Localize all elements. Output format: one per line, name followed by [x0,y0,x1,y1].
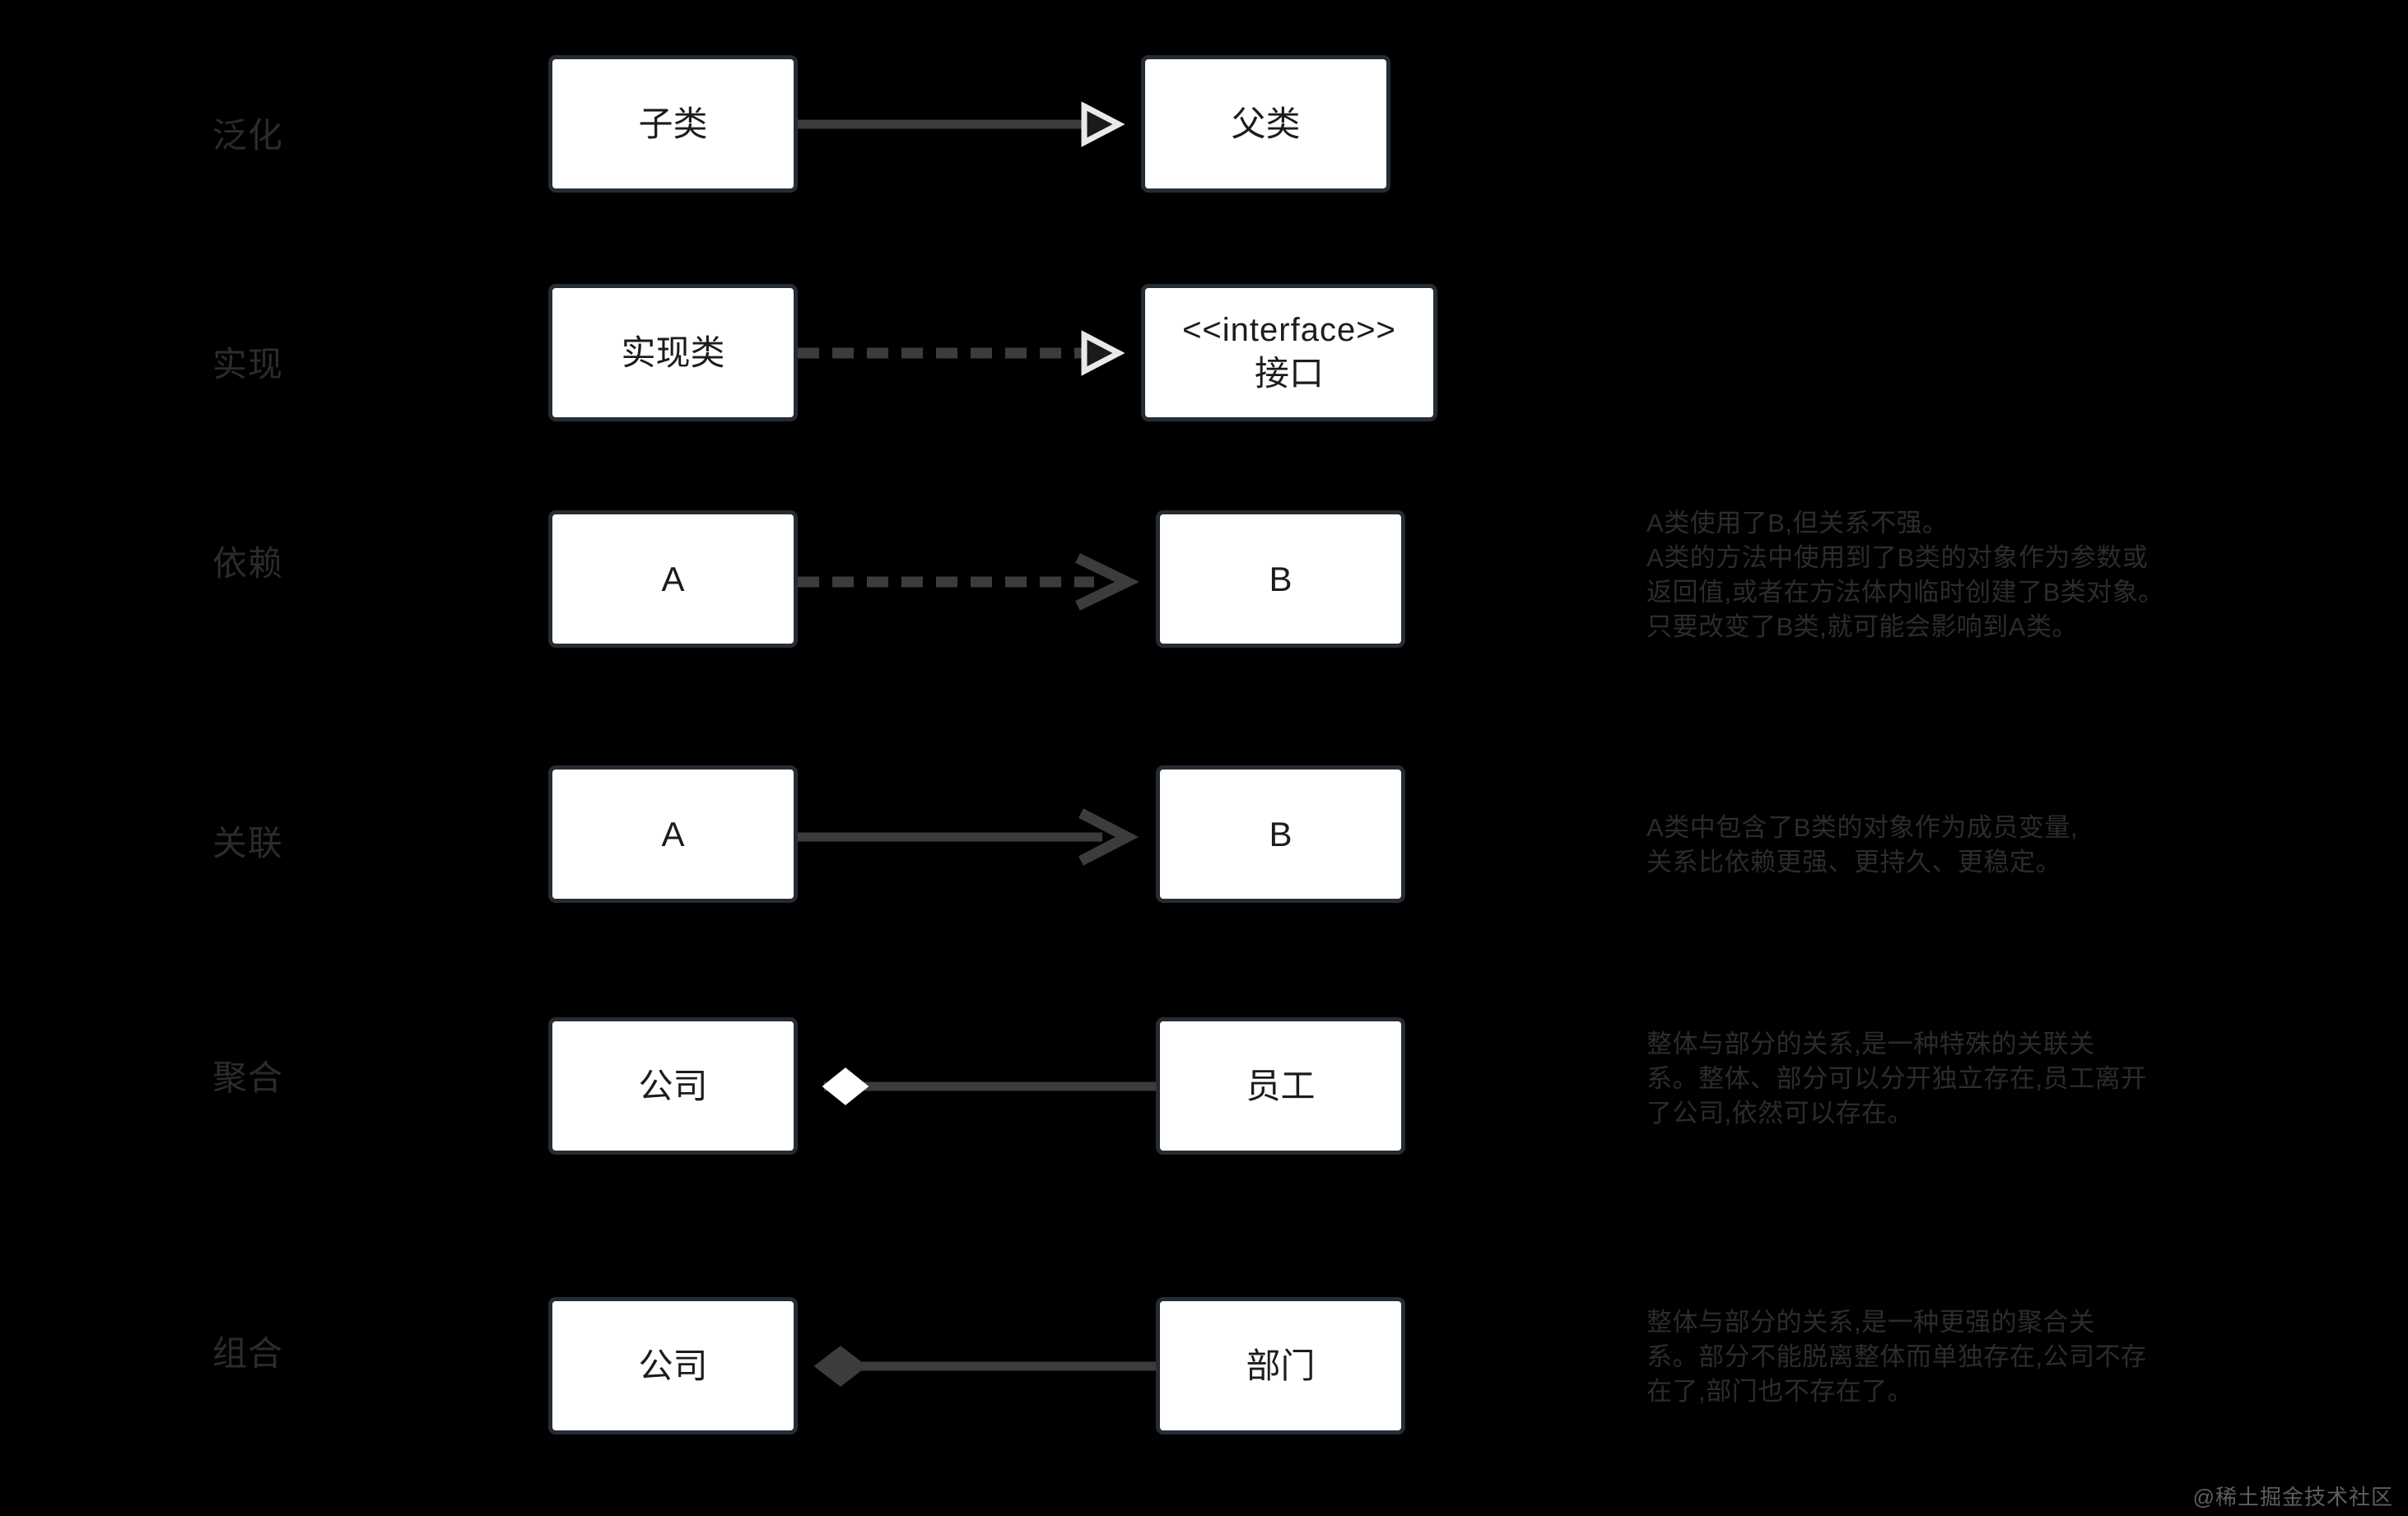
connector-realization [798,330,1125,376]
node-target-b-dependency[interactable]: B [1156,510,1405,648]
description-association: A类中包含了B类的对象作为成员变量, 关系比依赖更强、更持久、更稳定。 [1646,813,2078,877]
watermark: @稀土掘金技术社区 [2192,1485,2393,1509]
node-target-employee[interactable]: 员工 [1156,1017,1405,1155]
node-label: 公司 [638,1066,708,1105]
connector-aggregation [822,1067,1156,1105]
node-label: 子类 [638,104,708,143]
description-aggregation: 整体与部分的关系,是一种特殊的关联关 系。整体、部分可以分开独立存在,员工离开 … [1646,1030,2147,1128]
node-target-department[interactable]: 部门 [1156,1297,1405,1435]
node-source-a-association[interactable]: A [548,765,798,903]
connector-generalization [798,101,1125,147]
node-source-company-aggregation[interactable]: 公司 [548,1017,798,1155]
node-source-implementation-class[interactable]: 实现类 [548,284,798,421]
node-label: 公司 [638,1346,708,1385]
node-label: B [1269,559,1292,598]
interface-stereotype-label: <<interface>> [1182,312,1396,349]
row-label-generalization: 泛化 [212,116,284,155]
row-label-aggregation: 聚合 [212,1058,284,1097]
row-label-dependency: 依赖 [212,544,284,583]
row-label-realization: 实现 [212,345,284,384]
node-target-superclass[interactable]: 父类 [1141,55,1390,193]
node-label: 部门 [1246,1346,1316,1385]
node-label: A [661,814,685,853]
node-label: 实现类 [621,332,725,372]
node-source-company-composition[interactable]: 公司 [548,1297,798,1435]
connector-association [798,808,1139,866]
connector-composition [813,1346,1156,1387]
node-source-a-dependency[interactable]: A [548,510,798,648]
connector-dependency [798,553,1139,611]
row-label-composition: 组合 [212,1334,284,1373]
node-label: A [661,559,685,598]
node-label: 员工 [1246,1066,1316,1105]
description-composition: 整体与部分的关系,是一种更强的聚合关 系。部分不能脱离整体而单独存在,公司不存 … [1646,1308,2147,1406]
node-source-subclass[interactable]: 子类 [548,55,798,193]
node-label: 接口 [1254,354,1324,393]
node-target-interface[interactable]: <<interface>> 接口 [1141,284,1437,421]
description-dependency: A类使用了B,但关系不强。 A类的方法中使用到了B类的对象作为参数或 返回值,或… [1646,509,2164,641]
node-label: B [1269,814,1292,853]
node-target-b-association[interactable]: B [1156,765,1405,903]
node-label: 父类 [1231,104,1301,143]
row-label-association: 关联 [212,824,284,863]
